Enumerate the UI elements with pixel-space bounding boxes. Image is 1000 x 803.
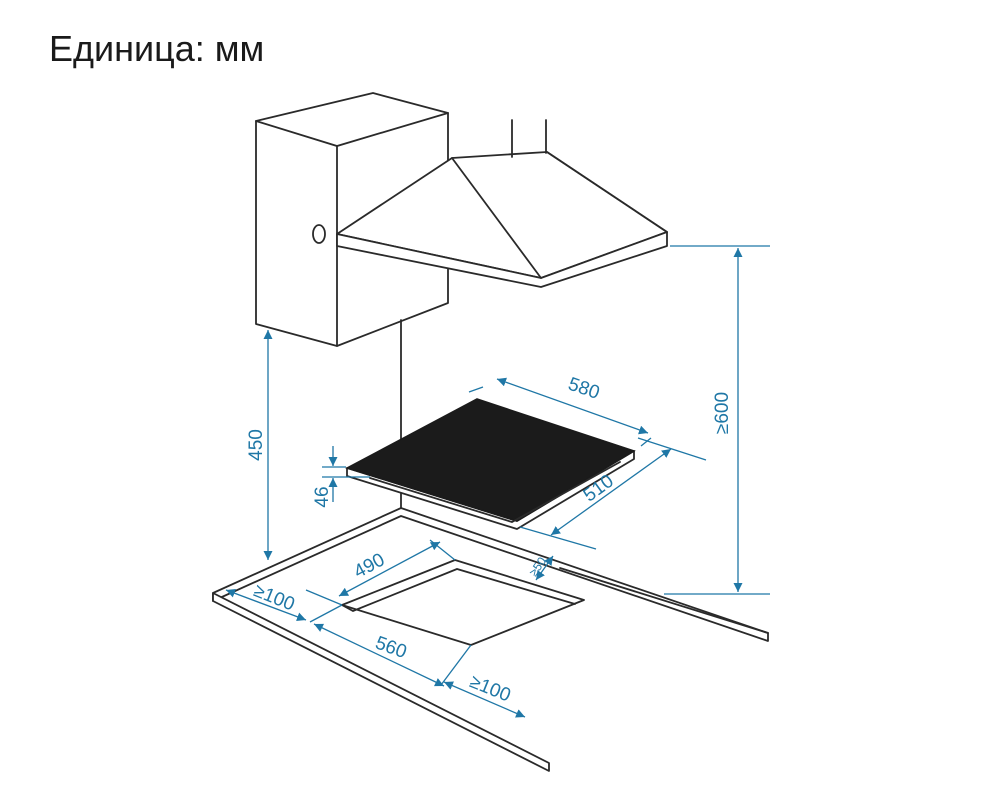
unit-label: Единица: мм [49,28,265,69]
hood-control-knob-icon [312,224,326,244]
range-hood [312,119,668,288]
dim-label-front-clearance: ≥100 [251,580,298,615]
hob [345,398,636,530]
countertop [212,507,769,772]
dim-label-46: 46 [312,486,333,507]
dim-label-490: 490 [350,549,388,582]
dimension-lines [225,245,770,718]
dim-label-450: 450 [246,429,267,461]
dim-label-580: 580 [565,374,602,404]
dim-label-560: 560 [372,633,409,664]
dim-label-600: ≥600 [712,392,733,434]
